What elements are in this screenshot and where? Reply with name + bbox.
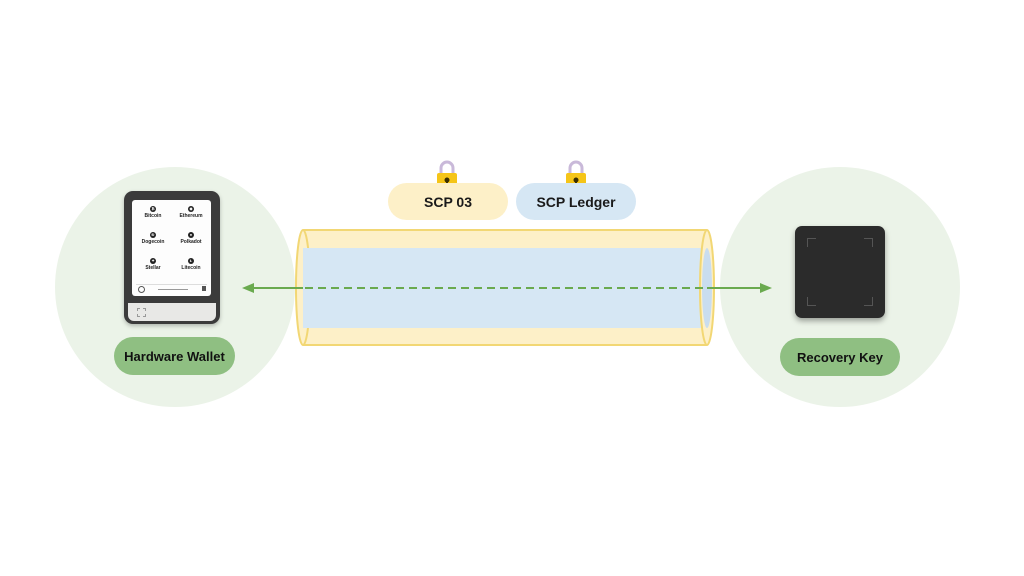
coin-label: Bitcoin xyxy=(144,213,162,219)
wallet-status-bar xyxy=(136,284,207,293)
coin-label: Polkadot xyxy=(180,239,202,245)
wallet-bottom-panel xyxy=(128,303,216,321)
coin-item: ◆ Ethereum xyxy=(172,206,210,219)
device-label-text: Hardware Wallet xyxy=(124,348,225,364)
hardware-wallet-label: Hardware Wallet xyxy=(114,337,235,375)
coin-label: Stellar xyxy=(145,265,161,271)
arrow-left-head-icon xyxy=(242,283,254,293)
fingerprint-icon xyxy=(137,308,146,317)
coin-label: Ethereum xyxy=(179,213,203,219)
protocol-pill-scp03: SCP 03 xyxy=(388,183,508,220)
corner-mark-icon xyxy=(864,297,873,306)
device-label-text: Recovery Key xyxy=(797,349,883,365)
recovery-key-device xyxy=(795,226,885,318)
protocol-label: SCP Ledger xyxy=(536,193,616,210)
trash-icon xyxy=(202,286,206,291)
coin-label: Dogecoin xyxy=(141,239,165,245)
coin-item: ● Polkadot xyxy=(172,232,210,245)
protocol-pill-scp-ledger: SCP Ledger xyxy=(516,183,636,220)
protocol-label: SCP 03 xyxy=(424,193,472,210)
litecoin-icon: Ł xyxy=(188,258,194,264)
coin-item: Ł Litecoin xyxy=(172,258,210,271)
corner-mark-icon xyxy=(807,297,816,306)
bidirectional-arrow xyxy=(242,283,772,293)
stellar-icon: ✦ xyxy=(150,258,156,264)
bitcoin-icon: ₿ xyxy=(150,206,156,212)
corner-mark-icon xyxy=(864,238,873,247)
coin-item: ₿ Bitcoin xyxy=(134,206,172,219)
settings-icon xyxy=(138,286,145,293)
polkadot-icon: ● xyxy=(188,232,194,238)
recovery-key-label: Recovery Key xyxy=(780,338,900,376)
coin-label: Litecoin xyxy=(181,265,201,271)
corner-mark-icon xyxy=(807,238,816,247)
arrow-right-head-icon xyxy=(760,283,772,293)
wallet-screen: ₿ Bitcoin ◆ Ethereum Ð Dogecoin ● Polkad… xyxy=(132,200,211,296)
ethereum-icon: ◆ xyxy=(188,206,194,212)
slider-track xyxy=(158,289,188,290)
hardware-wallet-device: ₿ Bitcoin ◆ Ethereum Ð Dogecoin ● Polkad… xyxy=(124,191,220,324)
coin-item: ✦ Stellar xyxy=(134,258,172,271)
coin-item: Ð Dogecoin xyxy=(134,232,172,245)
dogecoin-icon: Ð xyxy=(150,232,156,238)
